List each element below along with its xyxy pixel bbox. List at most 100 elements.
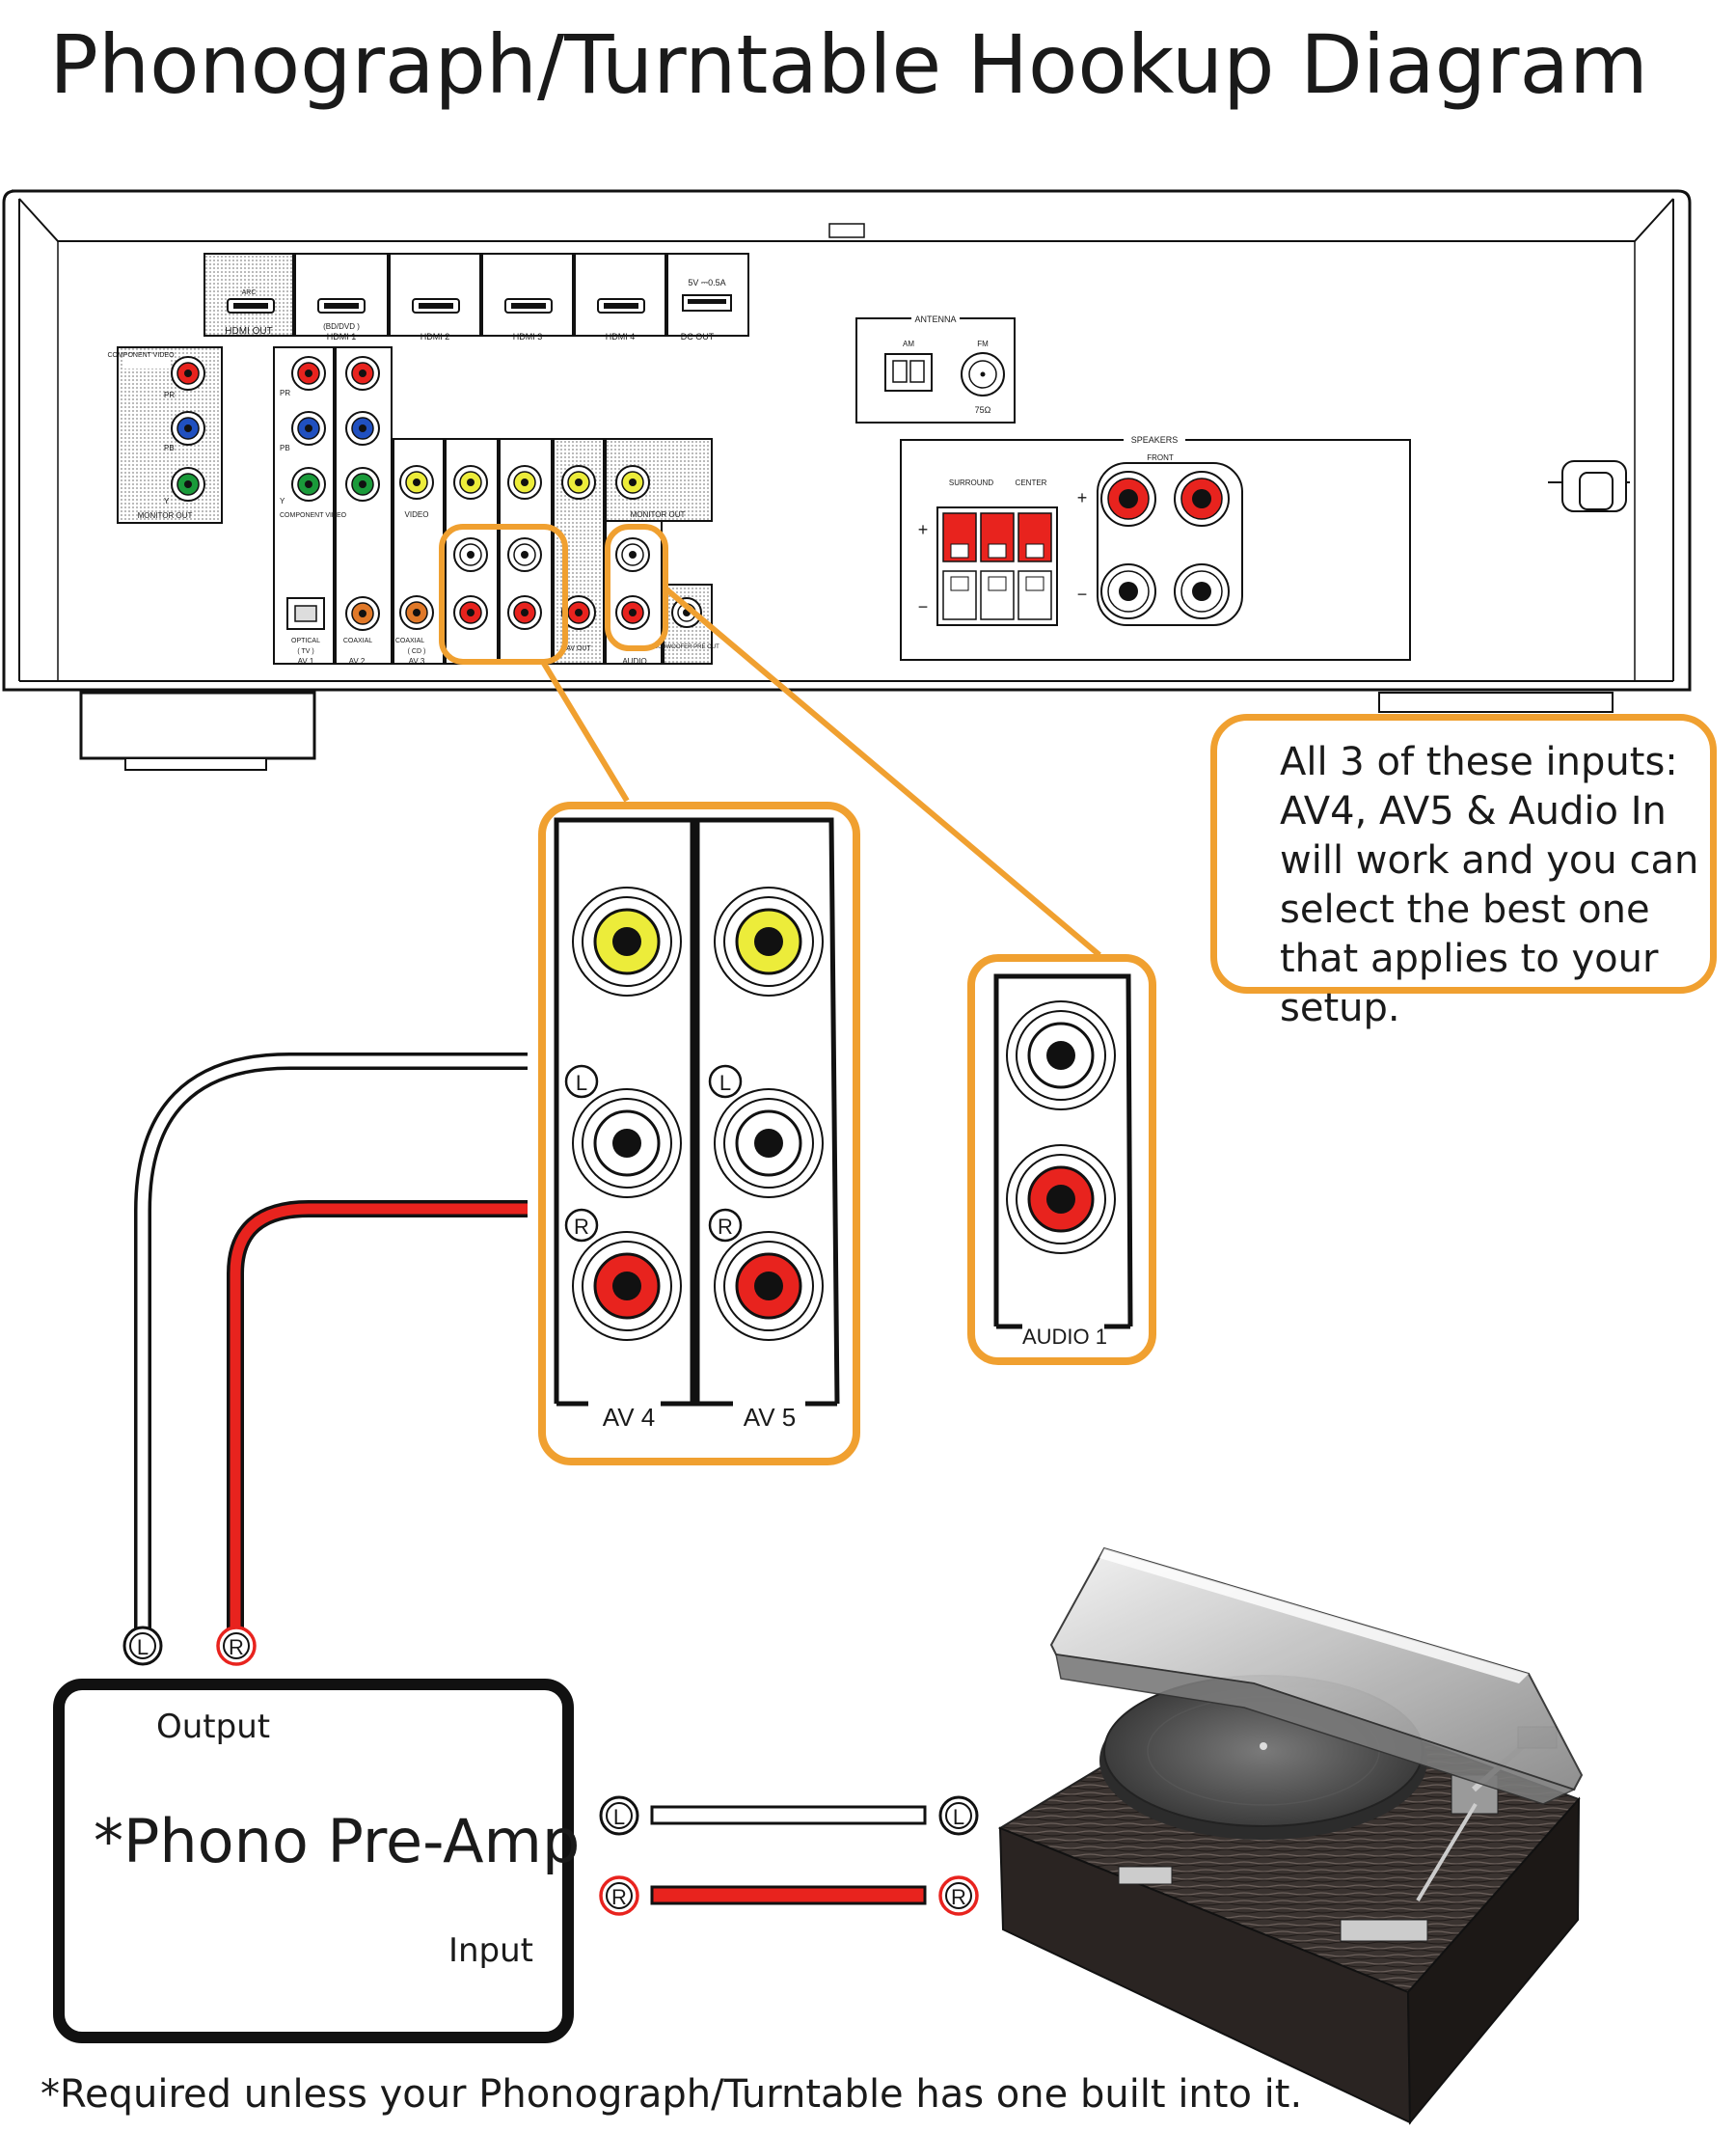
turntable-r-marker: R	[938, 1875, 979, 1916]
page-title: Phonograph/Turntable Hookup Diagram	[49, 17, 1648, 112]
footnote: *Required unless your Phonograph/Turntab…	[41, 2072, 1303, 2117]
zoom-av4-right-jack[interactable]	[572, 1231, 682, 1341]
jack-av1-pr[interactable]	[291, 356, 326, 391]
front-label: FRONT	[1147, 453, 1174, 462]
jack-av5-video[interactable]	[507, 465, 542, 500]
power-cord-clip	[1548, 460, 1630, 512]
hdmi-port-out[interactable]	[227, 298, 275, 314]
preamp-name: *Phono Pre-Amp	[94, 1806, 581, 1876]
hdmi3-label: HDMI 3	[513, 332, 543, 342]
zoom-av4-left-jack[interactable]	[572, 1088, 682, 1198]
preamp-output-l-marker: L	[122, 1626, 163, 1666]
preamp-input-label: Input	[448, 1931, 533, 1970]
surround-label: SURROUND	[949, 479, 993, 487]
svg-text:L: L	[137, 1635, 149, 1659]
zoom-av5-video-jack[interactable]	[714, 887, 824, 997]
cable-turntable-to-preamp-left	[650, 1805, 927, 1825]
subwoofer-label: SUBWOOFER PRE OUT	[654, 644, 719, 650]
svg-text:L: L	[953, 1805, 964, 1829]
pb-label-b: PB	[280, 444, 290, 452]
callout-line-audio	[664, 586, 1101, 958]
jack-audio1-l[interactable]	[615, 537, 650, 572]
arc-label: ARC	[242, 289, 257, 296]
hdmi1-sub-label: (BD/DVD )	[323, 322, 360, 331]
jack-av2-pb[interactable]	[345, 411, 380, 446]
ohm-label: 75Ω	[975, 405, 991, 415]
jack-av1-y[interactable]	[291, 467, 326, 502]
hdmi-port-3[interactable]	[504, 298, 553, 314]
y-label-b: Y	[280, 497, 285, 506]
pr-label-b: PR	[280, 389, 290, 397]
hdmi-port-2[interactable]	[412, 298, 460, 314]
jack-av1-pb[interactable]	[291, 411, 326, 446]
hdmi-port-1[interactable]	[317, 298, 366, 314]
dc-out-label: DC OUT	[681, 332, 715, 342]
zoom-audio1-right-jack[interactable]	[1006, 1144, 1116, 1254]
preamp-output-r-marker: R	[216, 1626, 257, 1666]
zoom-av-panel: AV 4 AV 5 L L R R	[538, 802, 860, 1465]
antenna-section: ANTENNA AM FM 75Ω	[855, 313, 1016, 424]
hdmi4-label: HDMI 4	[606, 332, 636, 342]
jack-av2-coax[interactable]	[345, 596, 380, 631]
usb-rating-label: 5V ⎓0.5A	[688, 278, 725, 287]
av4-label-zoom: AV 4	[603, 1403, 655, 1432]
am-terminal[interactable]	[884, 353, 933, 392]
zoom-av5-right-jack[interactable]	[714, 1231, 824, 1341]
jack-av3-coax[interactable]	[399, 595, 434, 630]
svg-text:L: L	[613, 1805, 625, 1829]
turntable-illustration	[997, 1546, 1584, 2125]
component-monitor-out: COMPONENT VIDEO PR PB Y MONITOR OUT	[107, 346, 223, 524]
y-label-a: Y	[164, 497, 170, 506]
pr-label-a: PR	[164, 391, 175, 399]
foot-left	[79, 691, 316, 760]
speakers-label: SPEAKERS	[1131, 435, 1179, 445]
receiver-highlights	[439, 524, 1101, 958]
jack-av4-video[interactable]	[453, 465, 488, 500]
optical-label: OPTICAL	[291, 638, 320, 644]
jack-av5-audio-l[interactable]	[507, 537, 542, 572]
hdmi-port-4[interactable]	[597, 298, 645, 314]
fm-connector[interactable]	[961, 352, 1005, 397]
cable-turntable-to-preamp-right	[650, 1885, 927, 1905]
usb-port[interactable]	[682, 294, 732, 312]
monitor-out-label-b: MONITOR OUT	[631, 510, 686, 519]
av-inputs-section: VIDEO MONITOR OUT COAXIAL ( CD ) AV 3 AV…	[393, 438, 719, 666]
av5-label-zoom: AV 5	[744, 1403, 796, 1432]
zoom-av5-left-jack[interactable]	[714, 1088, 824, 1198]
zoom-av4-l-marker: L	[564, 1064, 599, 1099]
jack-audio1-r[interactable]	[615, 595, 650, 630]
jack-avout-video[interactable]	[561, 465, 596, 500]
zoom-av5-r-marker: R	[708, 1208, 743, 1243]
zoom-audio1-left-jack[interactable]	[1006, 1000, 1116, 1110]
zoom-av4-video-jack[interactable]	[572, 887, 682, 997]
audio-label: AUDIO	[622, 657, 646, 666]
fm-label: FM	[977, 340, 989, 348]
jack-av3-video[interactable]	[399, 465, 434, 500]
jack-av2-pr[interactable]	[345, 356, 380, 391]
front-binding-posts[interactable]	[1097, 462, 1243, 626]
jack-av2-y[interactable]	[345, 467, 380, 502]
zoom-audio1-panel: AUDIO 1	[967, 954, 1156, 1365]
pb-label-a: PB	[164, 444, 175, 452]
optical-port[interactable]	[286, 597, 325, 630]
svg-text:R: R	[229, 1635, 244, 1659]
tv-label: ( TV )	[297, 648, 313, 655]
zoom-av4-r-marker: R	[564, 1208, 599, 1243]
audio1-label-zoom: AUDIO 1	[1022, 1325, 1107, 1349]
note-callout: All 3 of these inputs: AV4, AV5 & Audio …	[1210, 714, 1717, 1030]
antenna-label: ANTENNA	[914, 314, 956, 324]
jack-av5-audio-r[interactable]	[507, 595, 542, 630]
svg-text:L: L	[719, 1071, 731, 1095]
spring-terminals[interactable]	[936, 506, 1058, 626]
svg-text:R: R	[951, 1885, 966, 1909]
hdmi2-label: HDMI 2	[420, 332, 450, 342]
jack-av4-audio-r[interactable]	[453, 595, 488, 630]
jack-monitor-out-video[interactable]	[615, 465, 650, 500]
hdmi1-label: HDMI 1	[327, 332, 357, 342]
minus-label-b: −	[1077, 585, 1088, 604]
note-text: All 3 of these inputs: AV4, AV5 & Audio …	[1280, 740, 1699, 1030]
jack-av4-audio-l[interactable]	[453, 537, 488, 572]
component-video-inputs: PR PB Y COMPONENT VIDEO OPTICAL ( TV ) A…	[273, 346, 393, 666]
jack-avout-audio-r[interactable]	[561, 595, 596, 630]
